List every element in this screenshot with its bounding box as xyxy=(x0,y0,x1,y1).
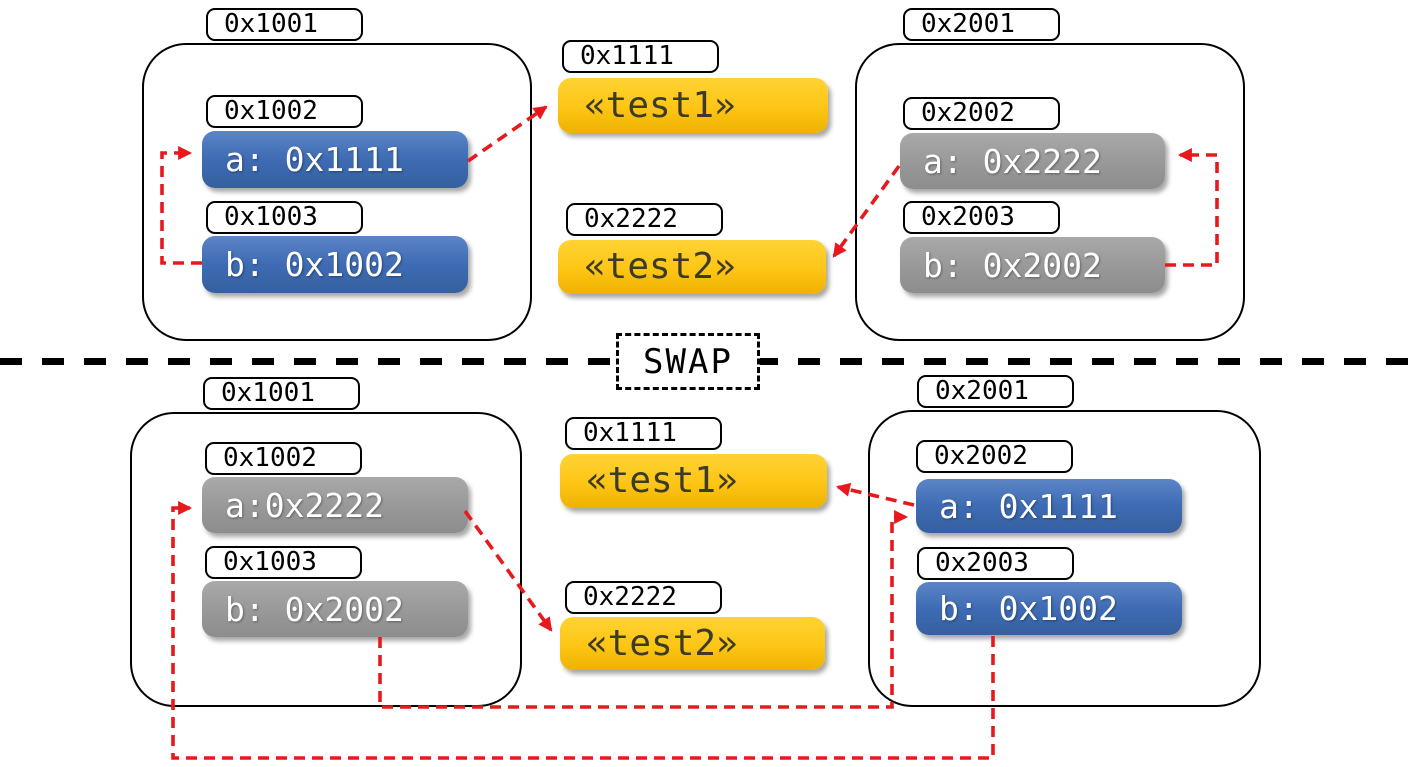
var-box-bottom-right-b: b: 0x1002 xyxy=(916,582,1182,635)
heap-box-bottom-test1: «test1» xyxy=(560,454,827,508)
address-tab-frame-bottom-left: 0x1001 xyxy=(203,377,360,410)
address-tab-frame-top-right: 0x2001 xyxy=(903,8,1060,41)
heap-box-top-test1: «test1» xyxy=(558,78,828,133)
address-tab-top-test1: 0x1111 xyxy=(562,40,719,73)
var-box-top-left-b: b: 0x1002 xyxy=(202,236,468,293)
address-tab-bottom-left-a: 0x1002 xyxy=(205,442,362,475)
swap-label: SWAP xyxy=(643,341,733,382)
swap-label-box: SWAP xyxy=(616,333,760,390)
address-tab-bottom-test1: 0x1111 xyxy=(565,417,722,450)
address-tab-top-right-b: 0x2003 xyxy=(903,201,1060,234)
var-box-bottom-right-a: a: 0x1111 xyxy=(916,479,1182,533)
var-box-bottom-left-a: a:0x2222 xyxy=(202,477,468,533)
address-tab-frame-top-left: 0x1001 xyxy=(206,8,363,41)
address-tab-top-left-a: 0x1002 xyxy=(206,95,363,128)
address-tab-bottom-right-b: 0x2003 xyxy=(917,547,1074,580)
var-box-top-right-a: a: 0x2222 xyxy=(900,133,1165,189)
address-tab-top-right-a: 0x2002 xyxy=(903,97,1060,130)
address-tab-bottom-left-b: 0x1003 xyxy=(205,546,362,579)
address-tab-frame-bottom-right: 0x2001 xyxy=(917,375,1074,408)
heap-box-bottom-test2: «test2» xyxy=(560,617,825,670)
var-box-top-right-b: b: 0x2002 xyxy=(900,237,1165,293)
var-box-top-left-a: a: 0x1111 xyxy=(202,131,468,188)
var-box-bottom-left-b: b: 0x2002 xyxy=(202,581,468,637)
frame-top-right xyxy=(855,43,1245,341)
heap-box-top-test2: «test2» xyxy=(558,240,826,294)
address-tab-top-test2: 0x2222 xyxy=(566,203,723,236)
address-tab-bottom-right-a: 0x2002 xyxy=(916,440,1073,473)
address-tab-bottom-test2: 0x2222 xyxy=(565,581,722,614)
address-tab-top-left-b: 0x1003 xyxy=(206,201,363,234)
frame-top-left xyxy=(142,43,532,341)
